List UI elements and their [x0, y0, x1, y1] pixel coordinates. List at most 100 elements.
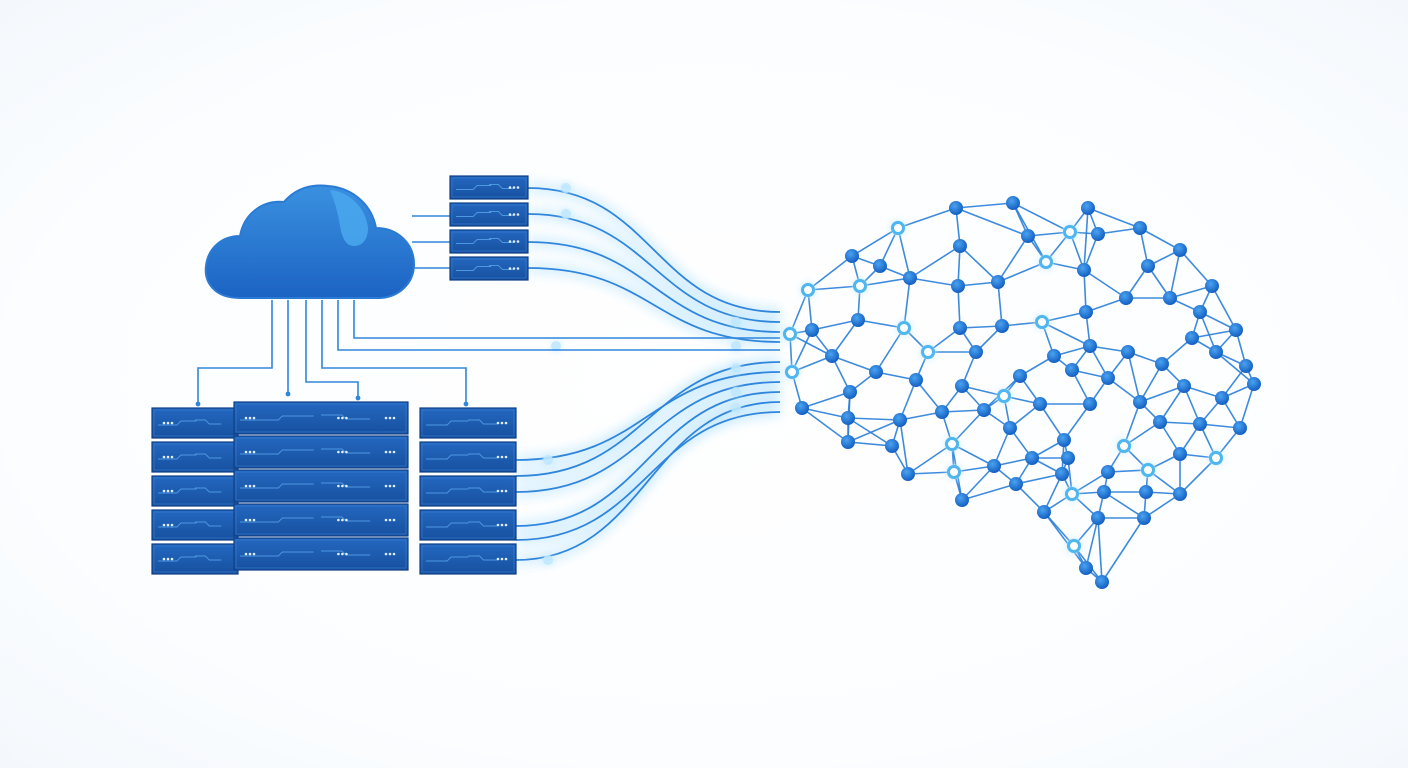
- data-wire: [515, 411, 781, 541]
- network-edge: [1139, 363, 1163, 403]
- network-node: [1133, 221, 1147, 235]
- network-node: [1133, 395, 1147, 409]
- server-rack-icon: [233, 469, 409, 503]
- network-edge: [1159, 385, 1185, 423]
- network-node: [1137, 511, 1151, 525]
- network-node: [949, 201, 963, 215]
- connector-dot: [355, 395, 361, 401]
- network-node: [845, 249, 859, 263]
- network-node: [1121, 345, 1135, 359]
- network-edge: [1103, 491, 1145, 519]
- network-edge: [957, 285, 961, 329]
- network-node: [1117, 439, 1131, 453]
- network-node: [1009, 477, 1023, 491]
- server-rack-icon: [151, 475, 239, 507]
- network-node: [1039, 255, 1053, 269]
- network-node: [1079, 305, 1093, 319]
- server-rack-icon: [151, 509, 239, 541]
- network-edge: [907, 443, 953, 475]
- network-node: [805, 323, 819, 337]
- network-edge: [1199, 311, 1217, 353]
- network-edge: [1127, 351, 1141, 403]
- server-rack-icon: [151, 441, 239, 473]
- network-node: [873, 259, 887, 273]
- server-rack-icon: [419, 475, 517, 507]
- network-edge: [1139, 385, 1185, 403]
- network-node: [1067, 539, 1081, 553]
- network-edge: [1043, 511, 1087, 569]
- wire-sparkle: [561, 209, 571, 219]
- network-node: [1141, 259, 1155, 273]
- network-node: [1247, 377, 1261, 391]
- network-node: [795, 401, 809, 415]
- network-edge: [801, 407, 849, 419]
- network-edge: [1012, 202, 1071, 233]
- network-node: [945, 437, 959, 451]
- network-edge: [1191, 329, 1237, 339]
- network-node: [1055, 467, 1069, 481]
- network-edge: [997, 281, 1003, 327]
- network-node: [1119, 291, 1133, 305]
- network-node: [1003, 421, 1017, 435]
- network-edge: [1083, 207, 1089, 271]
- network-edge: [807, 285, 861, 291]
- network-node: [843, 385, 857, 399]
- cloud-connectors: [195, 215, 780, 407]
- server-racks: [151, 175, 529, 575]
- connector-line: [353, 300, 780, 339]
- network-edge: [831, 319, 859, 357]
- connector-dot: [195, 401, 201, 407]
- network-edge: [961, 465, 995, 501]
- wire-sparkle: [731, 363, 741, 373]
- connector-dot: [285, 391, 291, 397]
- network-node: [1173, 487, 1187, 501]
- network-edge: [1101, 517, 1145, 583]
- network-node: [947, 465, 961, 479]
- network-node: [1083, 397, 1097, 411]
- network-edge: [997, 235, 1029, 283]
- network-node: [1101, 465, 1115, 479]
- network-edge: [897, 227, 911, 279]
- network-edge: [1179, 457, 1217, 495]
- network-edge: [909, 245, 961, 279]
- network-edge: [1097, 517, 1103, 583]
- network-edge: [941, 409, 985, 413]
- network-node: [977, 403, 991, 417]
- network-edge: [1169, 249, 1181, 299]
- network-node: [1155, 357, 1169, 371]
- network-node: [1091, 227, 1105, 241]
- network-node: [953, 239, 967, 253]
- network-edge: [1215, 351, 1255, 385]
- network-node: [1033, 397, 1047, 411]
- server-rack-icon: [233, 435, 409, 469]
- network-node: [1037, 505, 1051, 519]
- network-edge: [1085, 297, 1127, 313]
- server-rack-icon: [419, 543, 517, 575]
- network-node: [987, 459, 1001, 473]
- network-node: [955, 493, 969, 507]
- network-edge: [1211, 285, 1237, 331]
- network-edge: [1097, 227, 1141, 235]
- network-edge: [1043, 473, 1063, 513]
- network-node: [909, 373, 923, 387]
- network-edge: [875, 327, 905, 373]
- network-node: [783, 327, 797, 341]
- network-node: [1081, 201, 1095, 215]
- server-rack-icon: [449, 175, 529, 200]
- network-edge: [951, 409, 985, 445]
- network-node: [1209, 345, 1223, 359]
- network-node: [1091, 511, 1105, 525]
- network-edge: [955, 202, 1014, 209]
- network-node: [951, 279, 965, 293]
- network-node: [841, 435, 855, 449]
- network-node: [1239, 359, 1253, 373]
- network-node: [969, 345, 983, 359]
- network-node: [893, 413, 907, 427]
- wire-sparkle: [561, 183, 571, 193]
- network-node: [1061, 451, 1075, 465]
- network-node: [1153, 415, 1167, 429]
- wire-sparkle: [543, 455, 553, 465]
- network-node: [1013, 369, 1027, 383]
- network-edge: [1015, 473, 1063, 485]
